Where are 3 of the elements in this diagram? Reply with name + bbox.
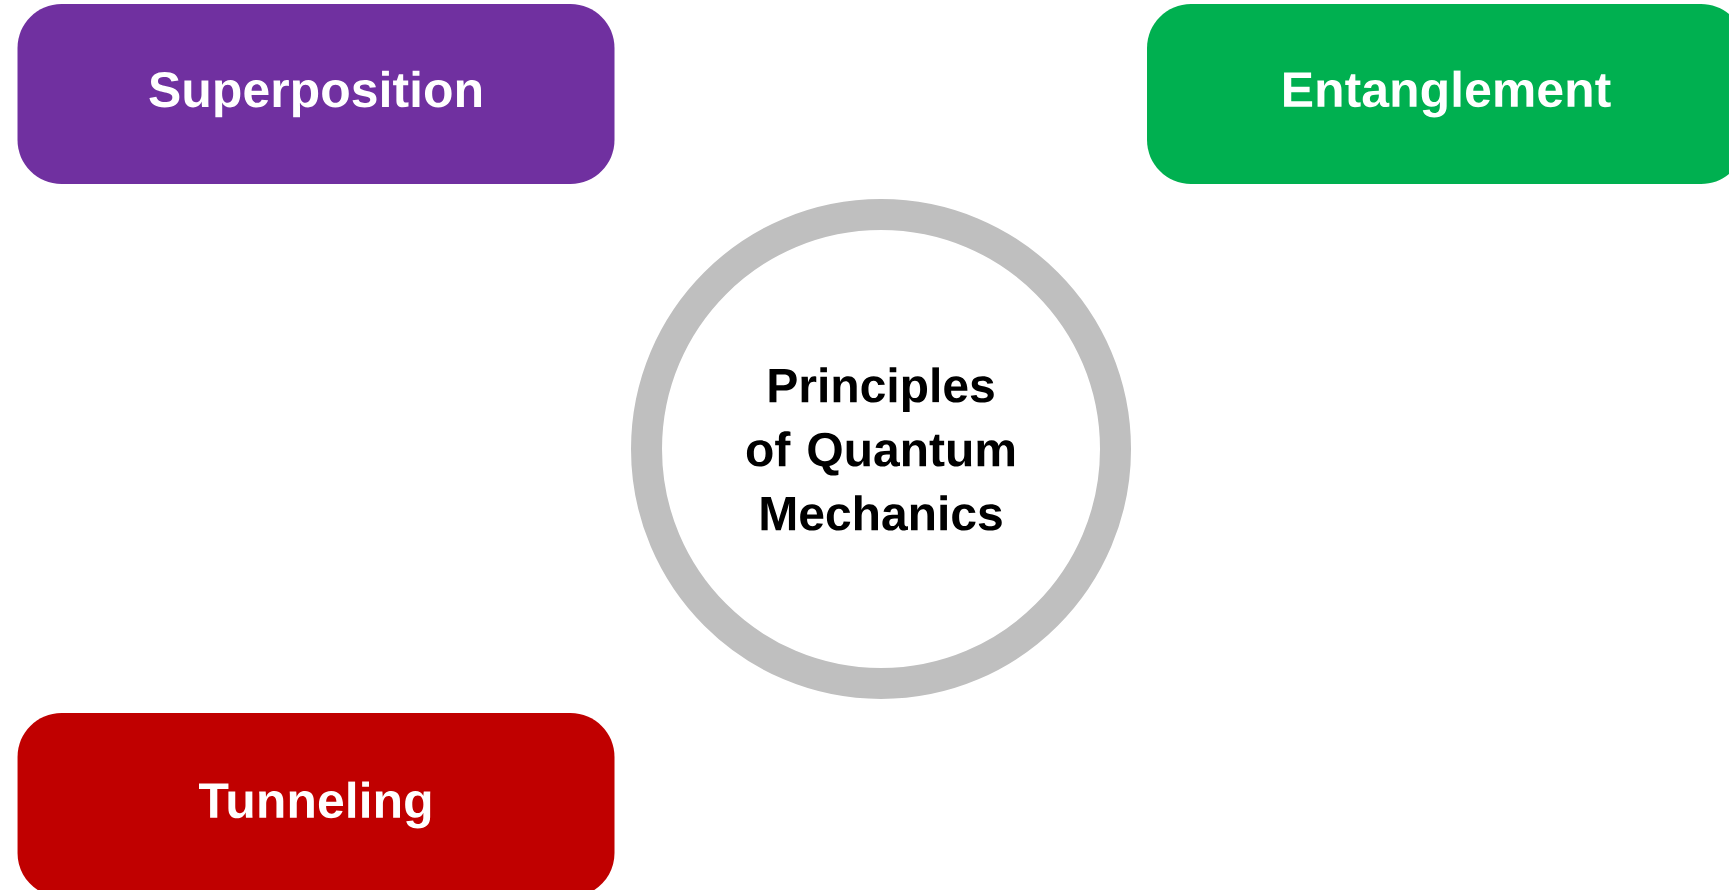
concept-box: Superposition <box>17 4 615 184</box>
concept-box: Entanglement <box>1147 4 1729 184</box>
concept-box: Tunneling <box>17 713 615 890</box>
